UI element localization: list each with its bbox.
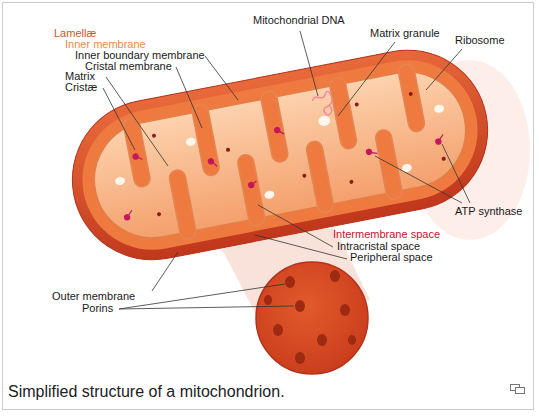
part-label: Mitochondrial DNA	[253, 14, 345, 27]
part-label: Peripheral space	[350, 251, 433, 264]
figure-caption: Simplified structure of a mitochondrion.	[8, 382, 285, 401]
ribosomes	[142, 80, 447, 221]
leader-lines	[103, 31, 470, 309]
enlarge-icon	[511, 385, 525, 394]
part-label: Cristal membrane	[85, 60, 172, 73]
group-heading: Intermembrane space	[333, 228, 440, 241]
part-label: Porins	[82, 302, 113, 315]
mitochondrial-dna	[311, 91, 335, 118]
part-label: ATP synthase	[455, 205, 522, 218]
porin-magnification	[256, 262, 368, 374]
mitochondrion-body	[59, 36, 502, 273]
part-label: Ribosome	[455, 34, 505, 47]
part-label: Matrix granule	[370, 27, 440, 40]
cristae-folds	[122, 63, 437, 247]
part-label: Outer membrane	[52, 290, 135, 303]
matrix-granules	[110, 89, 455, 227]
part-label: Cristæ	[65, 81, 97, 94]
atp-synthases	[113, 96, 448, 221]
